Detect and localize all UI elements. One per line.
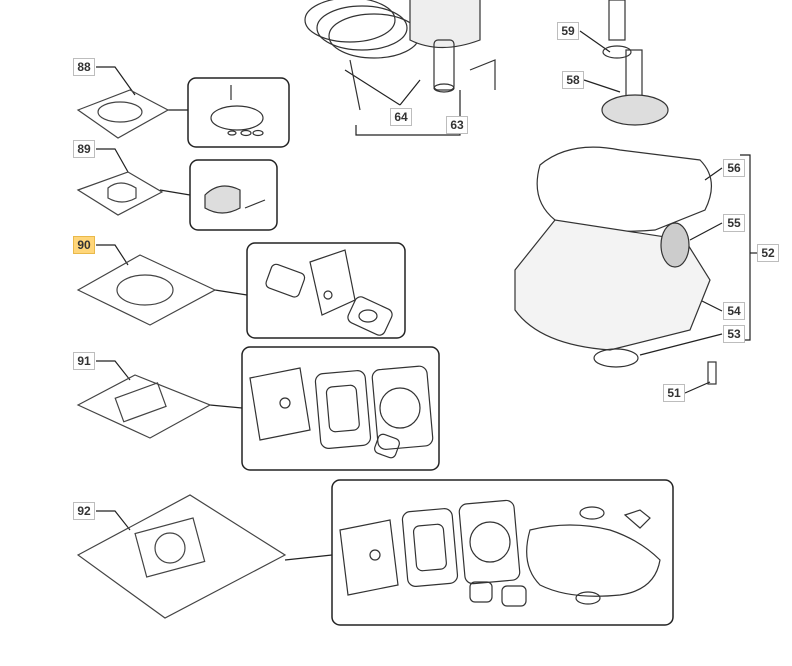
callout-90-highlighted[interactable]: 90	[73, 236, 95, 254]
callout-51[interactable]: 51	[663, 384, 685, 402]
camshaft	[601, 0, 669, 126]
box-88-contents	[210, 85, 264, 137]
callout-52[interactable]: 52	[757, 244, 779, 262]
callout-64[interactable]: 64	[390, 108, 412, 126]
callout-88[interactable]: 88	[73, 58, 95, 76]
callout-56[interactable]: 56	[723, 159, 745, 177]
box-90-contents	[265, 249, 393, 336]
callout-54[interactable]: 54	[723, 302, 745, 320]
callout-91[interactable]: 91	[73, 352, 95, 370]
box-92-contents	[339, 499, 661, 607]
box-91-contents	[249, 365, 434, 459]
detail-boxes	[187, 77, 674, 626]
piston-rings-and-pin	[304, 0, 496, 111]
box-89-contents	[204, 185, 266, 214]
callout-59[interactable]: 59	[557, 22, 579, 40]
crankcase-cover	[514, 146, 717, 385]
callout-55[interactable]: 55	[723, 214, 745, 232]
callout-58[interactable]: 58	[562, 71, 584, 89]
callout-63[interactable]: 63	[446, 116, 468, 134]
callout-89[interactable]: 89	[73, 140, 95, 158]
callout-92[interactable]: 92	[73, 502, 95, 520]
callout-53[interactable]: 53	[723, 325, 745, 343]
gasket-kit-bags	[76, 89, 287, 619]
